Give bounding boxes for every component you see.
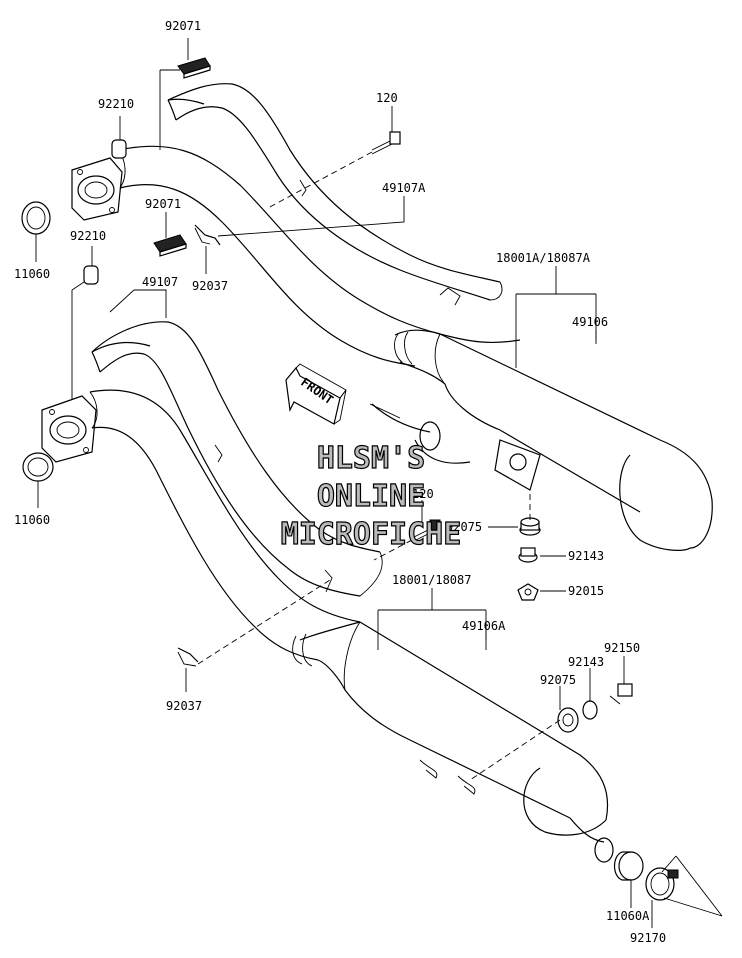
front-direction-arrow: FRONT xyxy=(285,363,347,425)
label-92143-a: 92143 xyxy=(568,549,604,563)
lower-exhaust-pipe xyxy=(41,389,614,863)
label-49106: 49106 xyxy=(572,315,608,329)
upper-exhaust-pipe xyxy=(71,145,713,551)
label-120-a: 120 xyxy=(376,91,398,105)
label-92075-a: 92075 xyxy=(446,520,482,534)
label-92037-b: 92037 xyxy=(166,699,202,713)
label-11060-b: 11060 xyxy=(14,513,50,527)
label-92075-b: 92075 xyxy=(540,673,576,687)
label-92210-b: 92210 xyxy=(70,229,106,243)
label-120-b: 120 xyxy=(412,487,434,501)
bolt-92150 xyxy=(609,683,633,705)
nut-92015 xyxy=(517,583,539,601)
grommet-92075-upper xyxy=(519,517,541,536)
label-92143-b: 92143 xyxy=(568,655,604,669)
clamp-92037-upper xyxy=(194,224,221,246)
label-49107: 49107 xyxy=(142,275,178,289)
watermark-line2: ONLINE xyxy=(317,479,425,514)
bolt-120-upper xyxy=(371,131,401,155)
grommet-92075-lower xyxy=(557,707,579,733)
part-labels: 92071 92210 120 49107A 92071 92210 11060… xyxy=(14,19,666,945)
label-92015: 92015 xyxy=(568,584,604,598)
gasket-11060a xyxy=(613,851,644,881)
clamp-92170 xyxy=(645,867,679,901)
label-92037-a: 92037 xyxy=(192,279,228,293)
label-18001-18087: 18001/18087 xyxy=(392,573,471,587)
watermark-line1: HLSM'S xyxy=(317,441,425,476)
label-92170: 92170 xyxy=(630,931,666,945)
label-49106a: 49106A xyxy=(462,619,506,633)
label-92210-a: 92210 xyxy=(98,97,134,111)
part-92210-upper xyxy=(111,139,127,159)
gasket-11060-upper xyxy=(21,201,51,235)
label-11060-a: 11060 xyxy=(14,267,50,281)
collar-92143-upper xyxy=(518,547,538,563)
part-92071-lower xyxy=(153,234,187,257)
collar-92143-lower xyxy=(582,700,598,720)
label-92071-a: 92071 xyxy=(165,19,201,33)
gasket-11060-lower xyxy=(22,452,54,482)
label-49107a: 49107A xyxy=(382,181,426,195)
clamp-92037-lower xyxy=(177,647,199,667)
bolt-120-lower xyxy=(411,519,441,543)
part-92071-upper xyxy=(177,57,211,79)
watermark-line3: MICROFICHE xyxy=(281,517,462,552)
label-92150: 92150 xyxy=(604,641,640,655)
heat-shield-49107 xyxy=(91,321,383,597)
label-18001a-18087a: 18001A/18087A xyxy=(496,251,591,265)
leader-lines xyxy=(35,38,723,928)
heat-shield-49107a xyxy=(167,83,503,306)
label-11060a: 11060A xyxy=(606,909,650,923)
watermark: HLSM'S ONLINE MICROFICHE xyxy=(280,440,462,552)
label-92071-b: 92071 xyxy=(145,197,181,211)
part-92210-lower xyxy=(83,265,99,285)
